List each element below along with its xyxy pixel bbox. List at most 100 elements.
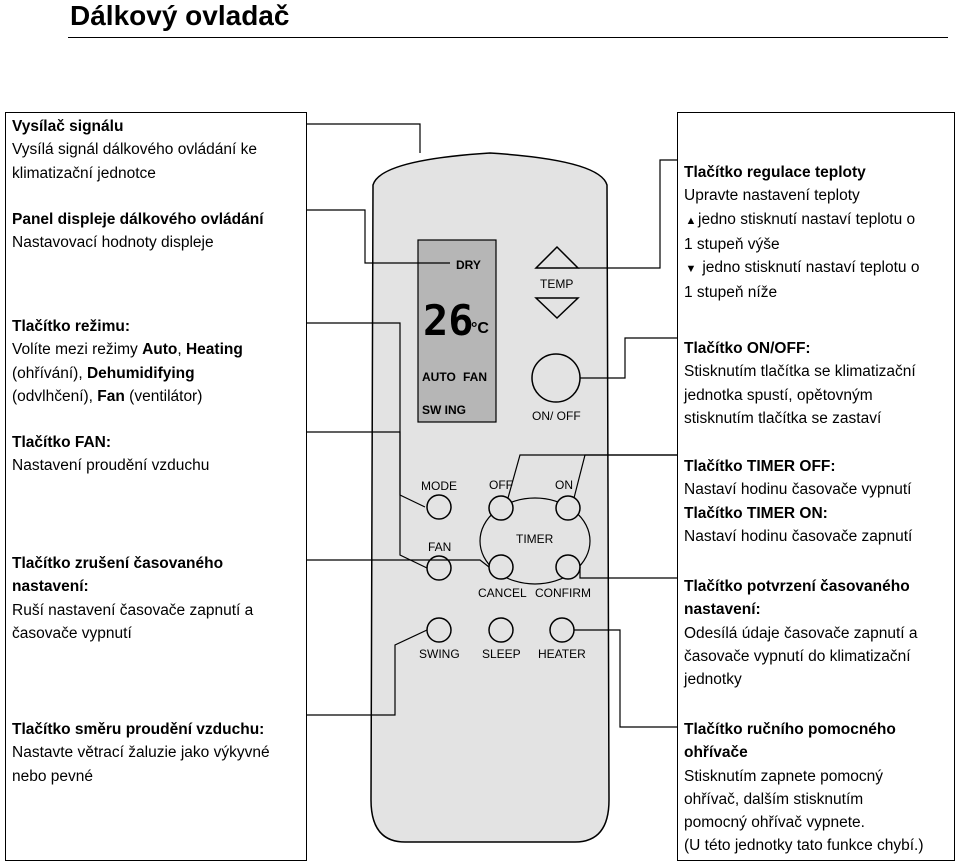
page-title: Dálkový ovladač bbox=[70, 0, 290, 31]
temp-down-button[interactable] bbox=[534, 297, 580, 320]
on-off-button[interactable] bbox=[531, 353, 581, 403]
label-heading: nastavení: bbox=[684, 601, 761, 619]
label-line: Ruší nastavení časovače zapnutí a bbox=[12, 601, 254, 619]
label-line: (ohřívání), Dehumidifying bbox=[12, 364, 195, 382]
swing-label: SWING bbox=[419, 647, 460, 661]
label-heading: Tlačítko režimu: bbox=[12, 318, 130, 335]
label-heading: Panel displeje dálkového ovládání bbox=[12, 211, 264, 228]
label-heading: Tlačítko směru proudění vzduchu: bbox=[12, 721, 265, 738]
fan-label: FAN bbox=[428, 540, 451, 554]
lcd-display bbox=[417, 239, 497, 423]
cancel-button[interactable] bbox=[488, 554, 514, 580]
leader-temp bbox=[578, 159, 677, 269]
confirm-label: CONFIRM bbox=[535, 586, 591, 600]
label-line: Stisknutím zapnete pomocný bbox=[684, 767, 884, 785]
label-line: klimatizační jednotce bbox=[12, 164, 156, 182]
confirm-button[interactable] bbox=[555, 554, 581, 580]
leader-cancel bbox=[307, 559, 490, 568]
label-line: časovače vypnutí bbox=[12, 624, 132, 642]
timer-off-button[interactable] bbox=[488, 495, 514, 521]
label-heading: Tlačítko TIMER ON: bbox=[684, 504, 828, 522]
label-heading: Tlačítko FAN: bbox=[12, 434, 112, 451]
sleep-label: SLEEP bbox=[482, 647, 521, 661]
label-line: (odvlhčení), Fan (ventilátor) bbox=[12, 387, 203, 405]
label-line: Nastaví hodinu časovače zapnutí bbox=[684, 527, 913, 545]
label-line: pomocný ohřívač vypnete. bbox=[684, 814, 865, 832]
label-heading: Tlačítko potvrzení časovaného bbox=[684, 578, 910, 595]
triangle-up-icon: ▲ bbox=[685, 214, 697, 227]
label-mode-button: Tlačítko režimu: Volíte mezi režimy Auto… bbox=[12, 315, 302, 408]
swing-button[interactable] bbox=[426, 617, 452, 643]
label-line: jednotky bbox=[684, 671, 742, 689]
label-line: Nastavte větrací žaluzie jako výkyvné bbox=[12, 744, 270, 762]
timer-on-button[interactable] bbox=[555, 495, 581, 521]
label-cancel-button: Tlačítko zrušení časovaného nastavení: R… bbox=[12, 552, 302, 645]
label-heading: Tlačítko ručního pomocného bbox=[684, 721, 896, 738]
label-signal-transmitter: Vysílač signálu Vysílá signál dálkového … bbox=[12, 115, 302, 185]
label-heading: nastavení: bbox=[12, 578, 89, 596]
label-line: Odesílá údaje časovače zapnutí a bbox=[684, 624, 918, 642]
lcd-swing-indicator: SW ING bbox=[422, 403, 466, 417]
right-label-panel: Tlačítko regulace teploty Upravte nastav… bbox=[677, 112, 955, 861]
mode-label: MODE bbox=[421, 479, 457, 493]
label-line: ▼ jedno stisknutí nastaví teplotu o bbox=[684, 256, 952, 281]
sleep-button[interactable] bbox=[488, 617, 514, 643]
leader-display bbox=[307, 209, 450, 264]
label-heading: Vysílač signálu bbox=[12, 118, 124, 135]
mode-button[interactable] bbox=[426, 494, 452, 520]
label-onoff-button: Tlačítko ON/OFF: Stisknutím tlačítka se … bbox=[684, 337, 952, 430]
label-swing-button: Tlačítko směru proudění vzduchu: Nastavt… bbox=[12, 718, 302, 788]
label-heading: Tlačítko regulace teploty bbox=[684, 164, 866, 181]
label-line: Nastavení proudění vzduchu bbox=[12, 457, 210, 475]
timer-ring bbox=[479, 497, 591, 585]
leader-heater bbox=[574, 629, 677, 728]
label-line: Volíte mezi režimy Auto, Heating bbox=[12, 341, 243, 359]
label-line: Stisknutím tlačítka se klimatizační bbox=[684, 363, 916, 381]
label-line: nebo pevné bbox=[12, 767, 94, 785]
label-heading: ohřívače bbox=[684, 744, 748, 762]
label-temp-button: Tlačítko regulace teploty Upravte nastav… bbox=[684, 161, 952, 305]
temp-up-button[interactable] bbox=[534, 245, 580, 269]
label-heading: Tlačítko zrušení časovaného bbox=[12, 555, 224, 572]
label-heading: Tlačítko TIMER OFF: bbox=[684, 458, 836, 475]
label-line: jednotka spustí, opětovným bbox=[684, 386, 873, 404]
on-off-label: ON/ OFF bbox=[532, 409, 581, 423]
lcd-auto-indicator: AUTO bbox=[422, 370, 456, 384]
label-line: Nastaví hodinu časovače vypnutí bbox=[684, 481, 912, 499]
timer-off-label: OFF bbox=[489, 478, 513, 492]
label-line: Vysílá signál dálkového ovládání ke bbox=[12, 141, 257, 159]
leader-swing bbox=[307, 629, 428, 716]
leader-timer-on bbox=[573, 454, 677, 499]
heater-label: HEATER bbox=[538, 647, 586, 661]
label-heater-button: Tlačítko ručního pomocného ohřívače Stis… bbox=[684, 718, 952, 858]
label-line: ohřívač, dalším stisknutím bbox=[684, 790, 864, 808]
label-line: stisknutím tlačítka se zastaví bbox=[684, 409, 882, 427]
heater-button[interactable] bbox=[549, 617, 575, 643]
label-line: ▲jedno stisknutí nastaví teplotu o bbox=[684, 208, 952, 233]
triangle-down-icon: ▼ bbox=[685, 263, 697, 276]
timer-label: TIMER bbox=[516, 532, 554, 546]
leader-mode bbox=[307, 322, 426, 508]
label-line: časovače vypnutí do klimatizační bbox=[684, 647, 911, 665]
label-line: 1 stupeň výše bbox=[684, 235, 780, 253]
label-line: Upravte nastavení teploty bbox=[684, 187, 860, 205]
cancel-label: CANCEL bbox=[478, 586, 527, 600]
leader-onoff bbox=[580, 337, 677, 379]
leader-confirm bbox=[579, 567, 677, 579]
lcd-dry-indicator: DRY bbox=[456, 258, 481, 272]
label-line: Nastavovací hodnoty displeje bbox=[12, 234, 214, 252]
lcd-fan-indicator: FAN bbox=[463, 370, 487, 384]
label-line: 1 stupeň níže bbox=[684, 284, 778, 302]
temp-label: TEMP bbox=[540, 277, 573, 291]
leader-signal bbox=[307, 123, 421, 153]
lcd-unit: °C bbox=[471, 320, 489, 337]
label-fan-button: Tlačítko FAN: Nastavení proudění vzduchu bbox=[12, 431, 302, 478]
label-timer-buttons: Tlačítko TIMER OFF: Nastaví hodinu časov… bbox=[684, 455, 952, 548]
label-heading: Tlačítko ON/OFF: bbox=[684, 340, 811, 357]
title-underline bbox=[68, 37, 948, 38]
label-display-panel: Panel displeje dálkového ovládání Nastav… bbox=[12, 208, 302, 255]
left-label-panel: Vysílač signálu Vysílá signál dálkového … bbox=[5, 112, 307, 861]
label-line: (U této jednotky tato funkce chybí.) bbox=[684, 837, 924, 855]
timer-on-label: ON bbox=[555, 478, 573, 492]
